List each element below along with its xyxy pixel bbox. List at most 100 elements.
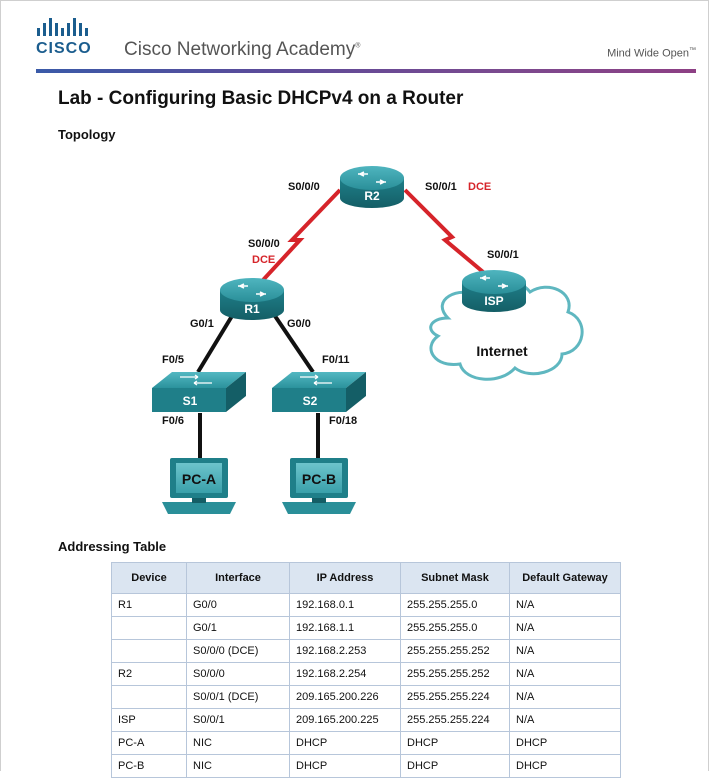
cell-default-gateway: N/A — [509, 639, 621, 663]
cell-interface: NIC — [186, 731, 290, 755]
pc-a-icon: PC-A — [162, 458, 236, 514]
cell-device: PC-A — [111, 731, 187, 755]
column-header-interface: Interface — [186, 562, 290, 594]
r1-g00-interface: G0/0 — [287, 318, 311, 330]
cell-device — [111, 616, 187, 640]
r2-label: R2 — [364, 189, 380, 203]
cell-device: R1 — [111, 593, 187, 617]
cell-ip-address: 209.165.200.226 — [289, 685, 401, 709]
tagline-text: Mind Wide Open — [607, 47, 689, 60]
cell-default-gateway: N/A — [509, 708, 621, 732]
table-row: S0/0/0 (DCE) 192.168.2.253 255.255.255.2… — [111, 639, 621, 663]
topology-heading: Topology — [58, 127, 116, 142]
column-header-subnet-mask: Subnet Mask — [400, 562, 510, 594]
cisco-logo-bars-icon — [37, 18, 88, 36]
table-header-row: Device Interface IP Address Subnet Mask … — [111, 562, 621, 594]
serial-link-r1-r2 — [250, 188, 342, 294]
cell-subnet-mask: DHCP — [400, 754, 510, 778]
switch-s1-icon: S1 — [152, 372, 246, 412]
cell-device — [111, 639, 187, 663]
r1-serial-interface: S0/0/0 — [248, 238, 280, 250]
s2-f018-interface: F0/18 — [329, 415, 357, 427]
header-divider — [36, 69, 696, 73]
cell-device: R2 — [111, 662, 187, 686]
cloud-label: Internet — [476, 343, 528, 359]
column-header-default-gateway: Default Gateway — [509, 562, 621, 594]
cell-default-gateway: N/A — [509, 616, 621, 640]
table-row: R1 G0/0 192.168.0.1 255.255.255.0 N/A — [111, 593, 621, 617]
s2-label: S2 — [303, 394, 318, 408]
r2-left-interface: S0/0/0 — [288, 181, 320, 193]
cell-interface: S0/0/1 (DCE) — [186, 685, 290, 709]
cell-default-gateway: N/A — [509, 685, 621, 709]
cell-ip-address: DHCP — [289, 731, 401, 755]
table-row: R2 S0/0/0 192.168.2.254 255.255.255.252 … — [111, 662, 621, 686]
document-title: Lab - Configuring Basic DHCPv4 on a Rout… — [58, 88, 464, 109]
cell-subnet-mask: 255.255.255.0 — [400, 616, 510, 640]
academy-trademark: ® — [355, 42, 361, 50]
academy-name: Cisco Networking Academy® — [124, 39, 360, 61]
page-header: CISCO Cisco Networking Academy® Mind Wid… — [36, 18, 696, 78]
cell-subnet-mask: 255.255.255.224 — [400, 708, 510, 732]
cisco-logo-text: CISCO — [36, 40, 92, 57]
cell-default-gateway: DHCP — [509, 731, 621, 755]
pc-b-icon: PC-B — [282, 458, 356, 514]
cell-interface: S0/0/1 — [186, 708, 290, 732]
router-r1-icon: R1 — [220, 278, 284, 320]
s1-f05-interface: F0/5 — [162, 354, 184, 366]
switch-s2-icon: S2 — [272, 372, 366, 412]
isp-label: ISP — [484, 294, 503, 308]
tagline: Mind Wide Open™ — [607, 47, 696, 60]
cell-interface: G0/0 — [186, 593, 290, 617]
cell-subnet-mask: 255.255.255.224 — [400, 685, 510, 709]
router-isp-icon: ISP — [462, 270, 526, 312]
r1-g01-interface: G0/1 — [190, 318, 214, 330]
table-row: PC-A NIC DHCP DHCP DHCP — [111, 731, 621, 755]
cell-ip-address: DHCP — [289, 754, 401, 778]
link-r1-s1 — [196, 314, 234, 374]
serial-link-r2-isp — [403, 188, 497, 284]
cell-default-gateway: N/A — [509, 662, 621, 686]
pc-a-label: PC-A — [182, 471, 216, 487]
cell-ip-address: 192.168.2.254 — [289, 662, 401, 686]
tagline-trademark: ™ — [689, 47, 696, 54]
router-r2-icon: R2 — [340, 166, 404, 208]
cell-subnet-mask: 255.255.255.0 — [400, 593, 510, 617]
addressing-table-heading: Addressing Table — [58, 539, 167, 554]
s2-f011-interface: F0/11 — [322, 354, 350, 366]
cell-device: PC-B — [111, 754, 187, 778]
column-header-ip-address: IP Address — [289, 562, 401, 594]
r2-right-dce: DCE — [468, 181, 491, 193]
cell-ip-address: 209.165.200.225 — [289, 708, 401, 732]
r1-label: R1 — [244, 302, 260, 316]
cell-subnet-mask: DHCP — [400, 731, 510, 755]
cell-ip-address: 192.168.1.1 — [289, 616, 401, 640]
addressing-table: Device Interface IP Address Subnet Mask … — [111, 562, 621, 778]
s1-f06-interface: F0/6 — [162, 415, 184, 427]
academy-name-text: Cisco Networking Academy — [124, 39, 356, 60]
r2-right-interface: S0/0/1 — [425, 181, 457, 193]
table-row: S0/0/1 (DCE) 209.165.200.226 255.255.255… — [111, 685, 621, 709]
cell-default-gateway: DHCP — [509, 754, 621, 778]
s1-label: S1 — [183, 394, 198, 408]
table-row: ISP S0/0/1 209.165.200.225 255.255.255.2… — [111, 708, 621, 732]
isp-serial-interface: S0/0/1 — [487, 249, 519, 261]
link-r1-s2 — [273, 314, 315, 374]
cell-interface: NIC — [186, 754, 290, 778]
column-header-device: Device — [111, 562, 187, 594]
cell-subnet-mask: 255.255.255.252 — [400, 662, 510, 686]
cell-ip-address: 192.168.0.1 — [289, 593, 401, 617]
cell-interface: S0/0/0 (DCE) — [186, 639, 290, 663]
table-row: G0/1 192.168.1.1 255.255.255.0 N/A — [111, 616, 621, 640]
cell-interface: S0/0/0 — [186, 662, 290, 686]
cell-subnet-mask: 255.255.255.252 — [400, 639, 510, 663]
r1-dce-label: DCE — [252, 254, 275, 266]
table-row: PC-B NIC DHCP DHCP DHCP — [111, 754, 621, 778]
cell-device: ISP — [111, 708, 187, 732]
cell-interface: G0/1 — [186, 616, 290, 640]
pc-b-label: PC-B — [302, 471, 336, 487]
cell-device — [111, 685, 187, 709]
cell-ip-address: 192.168.2.253 — [289, 639, 401, 663]
topology-diagram: Internet R2 R1 ISP S1 S2 — [152, 166, 584, 514]
